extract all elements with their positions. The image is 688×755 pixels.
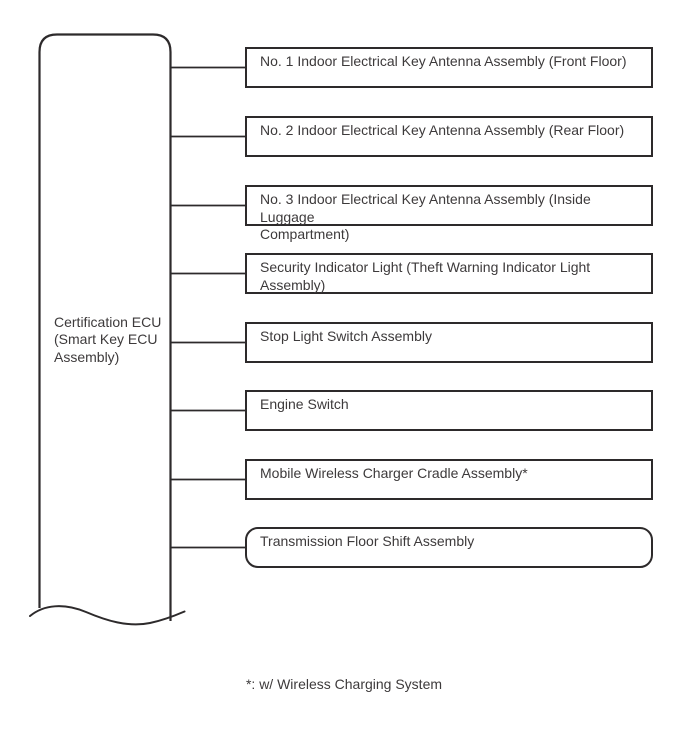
break-wave	[29, 605, 186, 626]
component-box-no2-indoor-key-antenna: No. 2 Indoor Electrical Key Antenna Asse…	[245, 116, 653, 157]
component-box-no3-indoor-key-antenna: No. 3 Indoor Electrical Key Antenna Asse…	[245, 185, 653, 242]
component-box-security-indicator-light: Security Indicator Light (Theft Warning …	[245, 253, 653, 294]
certification-ecu-outline	[38, 33, 172, 621]
certification-ecu-label: Certification ECU (Smart Key ECU Assembl…	[54, 314, 162, 365]
component-box-transmission-floor-shift: Transmission Floor Shift Assembly	[245, 527, 653, 568]
component-box-engine-switch: Engine Switch	[245, 390, 653, 431]
component-box-wireless-charger-cradle: Mobile Wireless Charger Cradle Assembly*	[245, 459, 653, 500]
component-box-no1-indoor-key-antenna: No. 1 Indoor Electrical Key Antenna Asse…	[245, 47, 653, 88]
footnote: *: w/ Wireless Charging System	[245, 676, 443, 692]
component-box-stop-light-switch: Stop Light Switch Assembly	[245, 322, 653, 363]
